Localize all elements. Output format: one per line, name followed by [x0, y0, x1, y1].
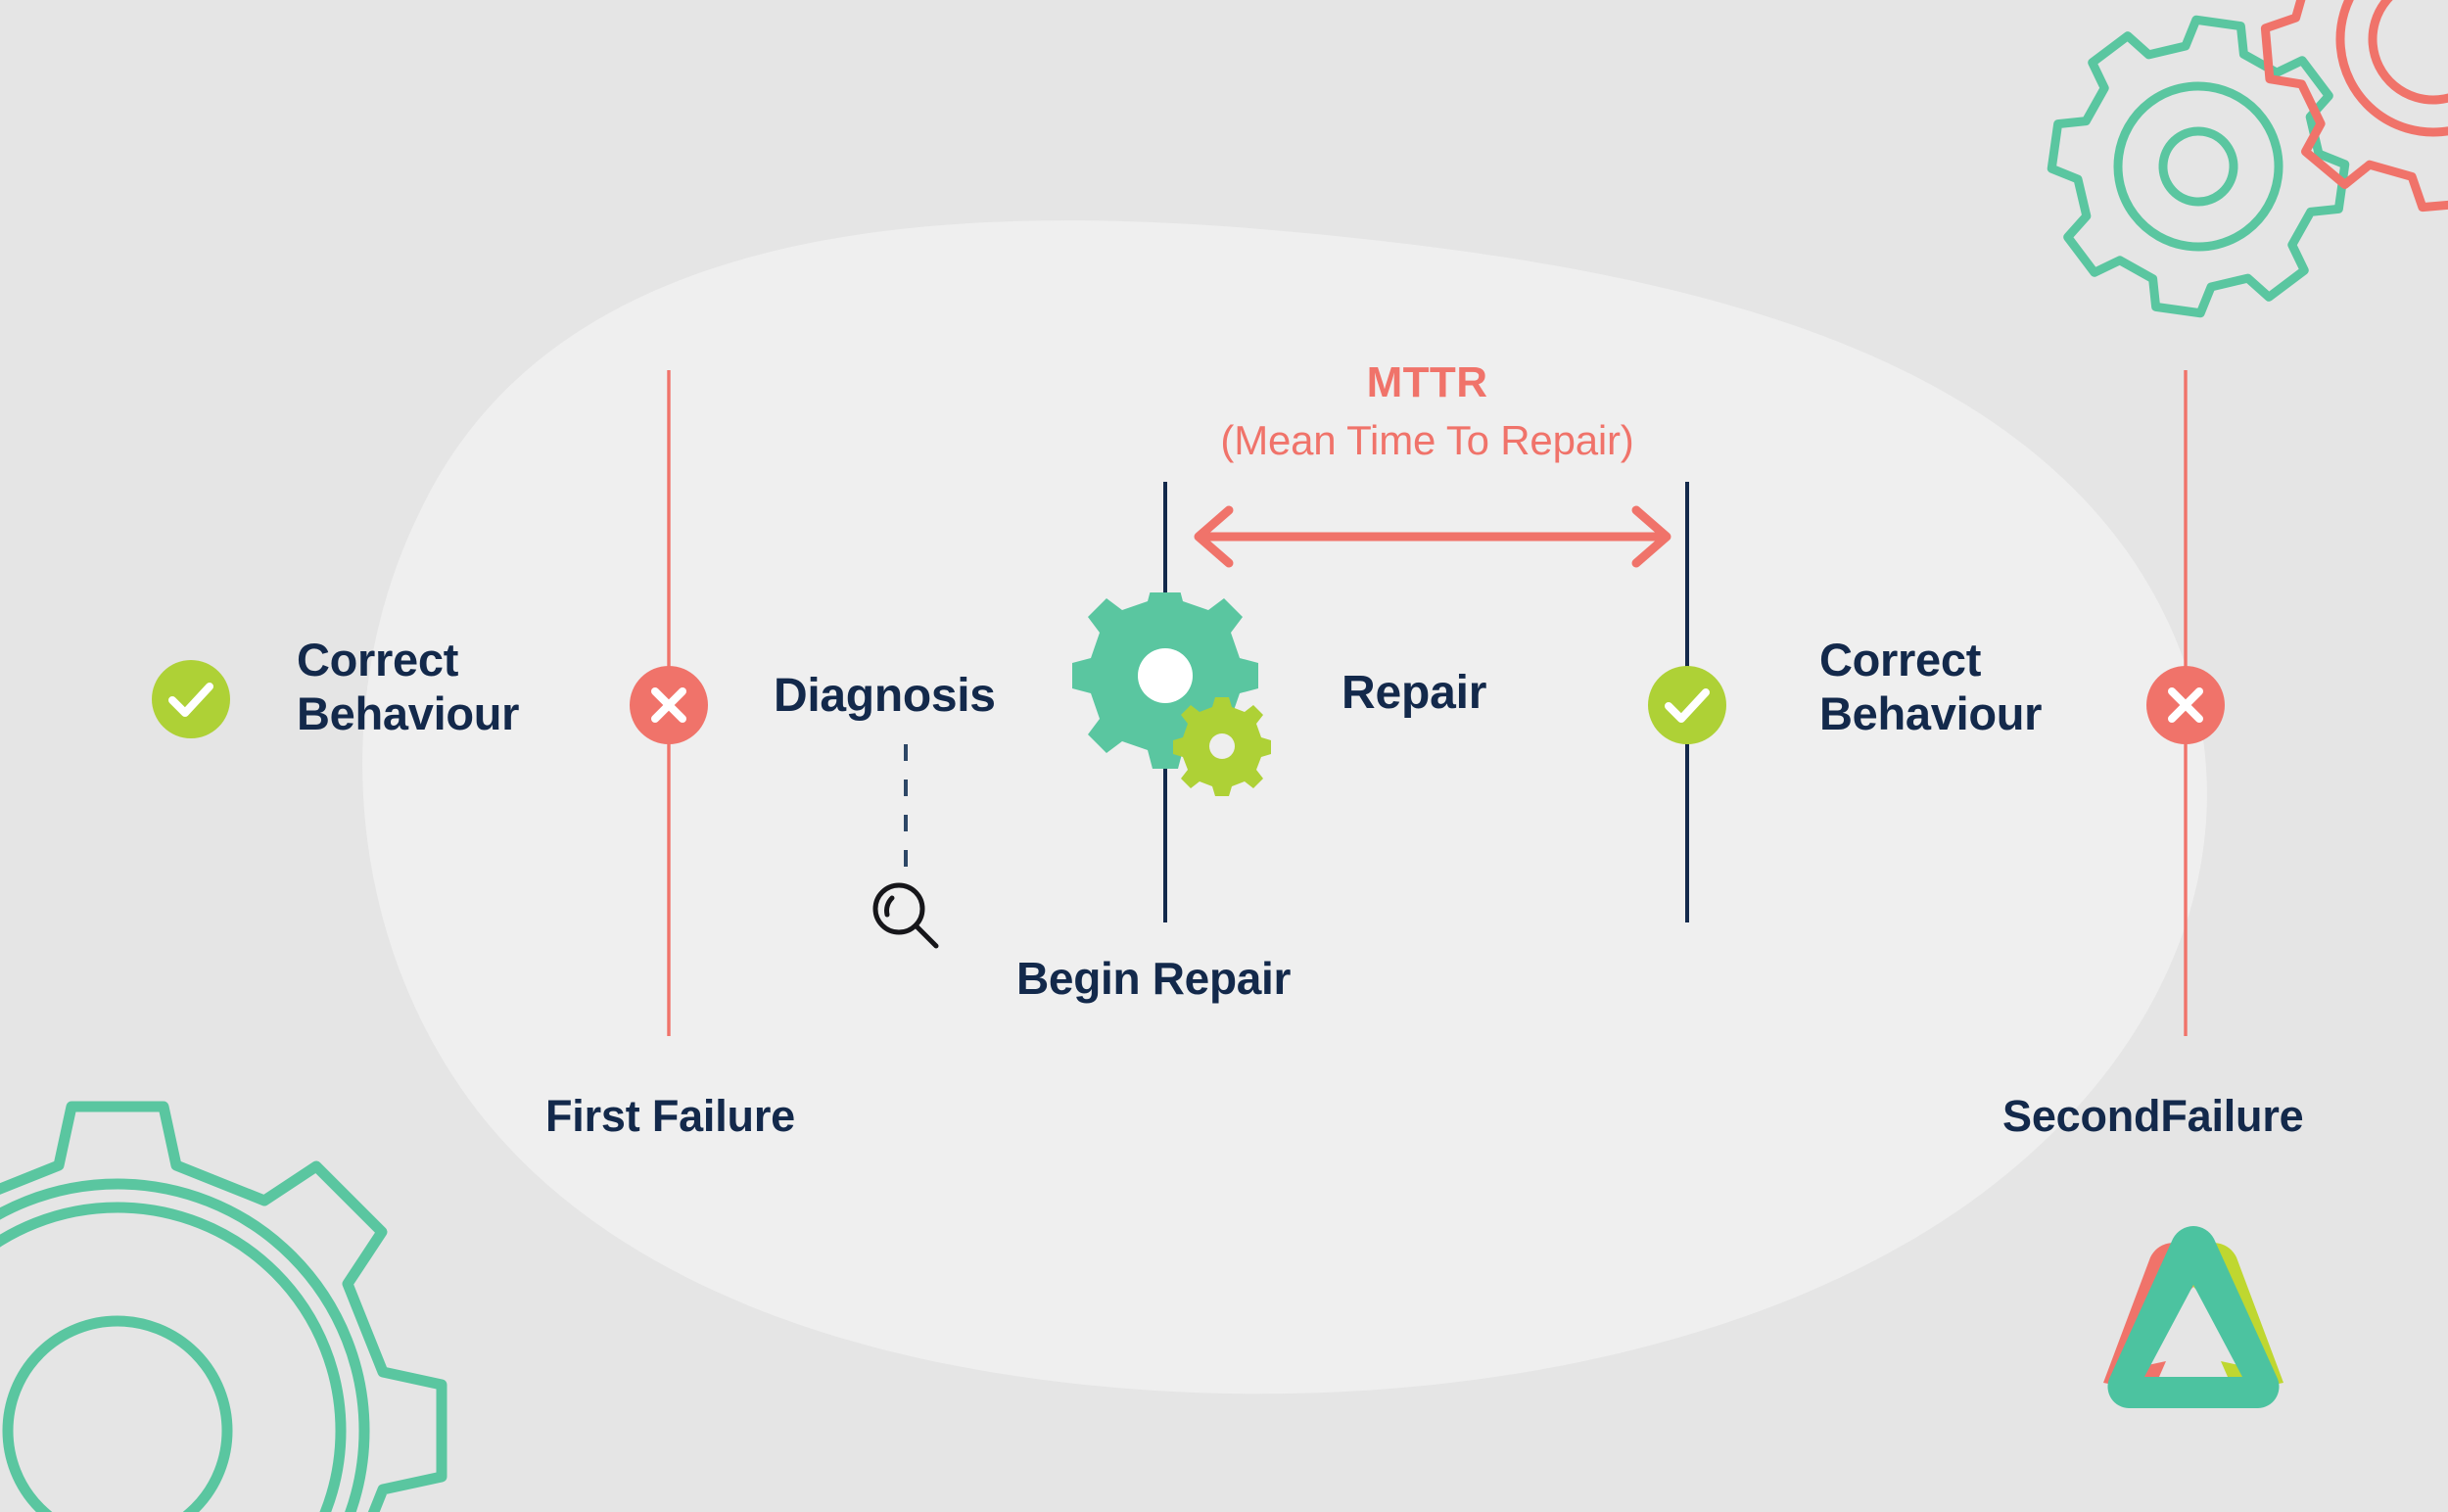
- magnifier-icon: [872, 882, 939, 949]
- label-second-failure: SecondFailure: [2002, 1091, 2304, 1141]
- close-icon: [2168, 687, 2203, 723]
- label-line-2: Behaviour: [1819, 687, 2043, 740]
- mttr-expansion: (Mean Time To Repair): [1220, 417, 1634, 463]
- label-begin-repair: Begin Repair: [1016, 953, 1292, 1004]
- check-icon: [168, 683, 213, 717]
- label-repair: Repair: [1342, 667, 1487, 719]
- gears-icon: [1072, 592, 1271, 796]
- mttr-abbreviation: MTTR: [1366, 358, 1488, 406]
- brand-logo: [2103, 1226, 2283, 1408]
- check-icon: [1665, 688, 1710, 723]
- label-line-1: Correct: [1819, 634, 1982, 685]
- label-line-1: Correct: [297, 634, 459, 685]
- gear-outline-coral-top-right: [2260, 0, 2448, 213]
- status-badge-correct-left: [152, 660, 230, 738]
- status-badge-second-failure: [2146, 666, 2225, 744]
- close-icon: [651, 687, 686, 723]
- label-line-2: Behaviour: [297, 687, 520, 740]
- status-badge-correct-right: [1648, 666, 1726, 744]
- label-diagnosis: Diagnosis: [774, 670, 996, 722]
- status-badge-first-failure: [630, 666, 708, 744]
- gear-lime-small: [1173, 697, 1271, 796]
- gear-outline-teal-bottom-left: [0, 1101, 447, 1512]
- mttr-arrow: [1194, 505, 1671, 568]
- gear-outline-teal-top-right: [2047, 15, 2350, 318]
- label-first-failure: First Failure: [545, 1091, 795, 1141]
